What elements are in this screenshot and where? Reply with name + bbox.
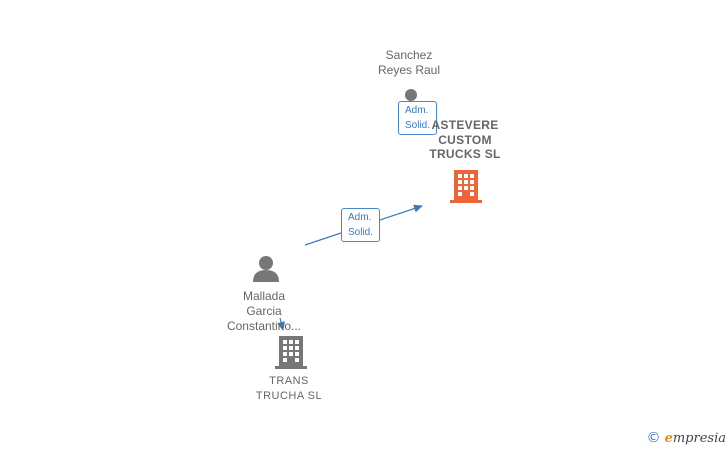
person-top-name-line1: Sanchez bbox=[385, 48, 433, 62]
company-main-name-line2: CUSTOM bbox=[438, 132, 492, 147]
role-badge-top[interactable]: Adm. Solid. bbox=[398, 101, 438, 135]
empresia-watermark: © empresia bbox=[646, 430, 726, 446]
role-badge-left[interactable]: Adm. Solid. bbox=[341, 208, 381, 242]
person-left-name-line3: Constantino... bbox=[226, 319, 302, 333]
role-badge-left-line2: Solid. bbox=[348, 227, 374, 238]
person-left-name-line2: Garcia bbox=[246, 304, 282, 318]
company-small-name-line2: TRUCHA SL bbox=[255, 389, 323, 402]
company-small-name-line1: TRANS bbox=[269, 375, 309, 387]
person-top-name-line2: Reyes Raul bbox=[377, 63, 441, 77]
building-icon-main[interactable] bbox=[450, 168, 482, 204]
company-small-name[interactable]: TRANS TRUCHA SL bbox=[240, 374, 338, 403]
role-badge-left-line1: Adm. bbox=[348, 212, 372, 223]
person-left-name-line1: Mallada bbox=[242, 289, 286, 303]
empresia-logo-text: mpresia bbox=[672, 431, 726, 446]
edge-person-left-to-company-small bbox=[277, 317, 285, 331]
copyright-icon: © bbox=[646, 430, 661, 446]
person-top-name[interactable]: Sanchez Reyes Raul bbox=[360, 48, 458, 78]
person-left-icon[interactable] bbox=[252, 254, 280, 282]
building-icon-small[interactable] bbox=[275, 334, 307, 370]
company-main-name-line1: ASTEVERE bbox=[431, 118, 499, 132]
role-badge-top-line2: Solid. bbox=[405, 120, 431, 131]
person-left-name[interactable]: Mallada Garcia Constantino... bbox=[214, 289, 314, 334]
role-badge-top-line1: Adm. bbox=[405, 105, 429, 116]
company-main-name[interactable]: ASTEVERE CUSTOM TRUCKS SL bbox=[410, 118, 520, 162]
empresia-logo-initial: e bbox=[664, 431, 673, 446]
company-main-name-line3: TRUCKS SL bbox=[429, 147, 501, 161]
